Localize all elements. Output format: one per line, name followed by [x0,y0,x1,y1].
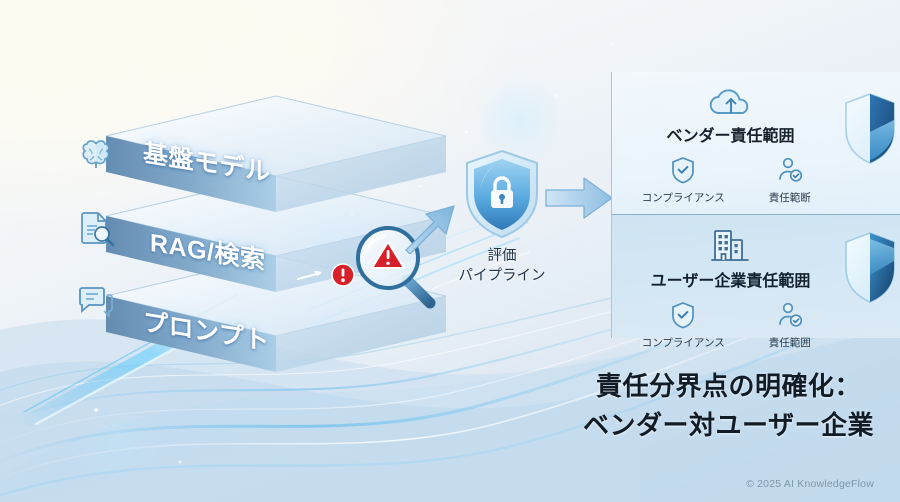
arrow-right-icon [545,177,613,219]
stack-layer-prompt [105,255,447,372]
item-scope-user-label: 責任範囲 [768,337,811,349]
section-user-title: ユーザー企業責任範囲 [650,273,811,290]
item-scope-vendor-label: 責任範断 [768,192,811,204]
section-user-responsibility: ユーザー企業責任範囲 コンプライアンス 責任範 [612,215,900,349]
pipeline-label: 評価 パイプライン [452,247,552,286]
magnifier-warning-icon [352,222,448,319]
stack-icon-column [76,136,122,355]
section-vendor-items: コンプライアンス 責任範断 [630,156,843,205]
person-check-icon [778,157,802,182]
item-scope-user: 責任範囲 [742,301,838,350]
document-search-icon [76,209,122,254]
shield-half-icon-vendor [843,92,897,171]
item-scope-vendor: 責任範断 [742,156,838,205]
alert-badge-icon [330,262,356,293]
evaluation-pipeline: 評価 パイプライン [452,148,552,286]
item-compliance-user-label: コンプライアンス [641,337,725,349]
page-title-line2: ベンダー対ユーザー企業 [583,410,874,441]
page-title: 責任分界点の明確化： ベンダー対ユーザー企業 [583,368,874,444]
layer-stack [96,60,456,390]
item-compliance-vendor-label: コンプライアンス [641,192,725,204]
shield-check-icon [672,157,695,184]
responsibility-panel: ベンダー責任範囲 コンプライアンス 責任範断 [611,72,900,349]
person-check-icon [778,302,802,327]
stack-layer-foundation [105,95,447,212]
cloud-upload-icon [612,86,849,125]
section-user-items: コンプライアンス 責任範囲 [630,301,843,350]
shield-half-icon-user [843,231,897,310]
pipeline-label-line1: 評価 [487,248,517,264]
chat-bubble-icon [76,284,122,325]
lock-shield-icon [452,148,552,245]
item-compliance-user: コンプライアンス [635,301,731,350]
shield-check-icon [672,302,695,329]
brain-icon [76,136,122,179]
section-vendor-responsibility: ベンダー責任範囲 コンプライアンス 責任範断 [612,72,900,215]
copyright-footer: © 2025 AI KnowledgeFlow [746,478,874,490]
section-vendor-title: ベンダー責任範囲 [666,128,795,145]
item-compliance-vendor: コンプライアンス [635,156,731,205]
pipeline-label-line2: パイプライン [458,267,546,284]
building-icon [612,227,849,268]
page-title-line1: 責任分界点の明確化： [596,371,862,402]
arrow-up-right-icon [405,205,455,254]
small-arrow-icon [296,270,322,281]
